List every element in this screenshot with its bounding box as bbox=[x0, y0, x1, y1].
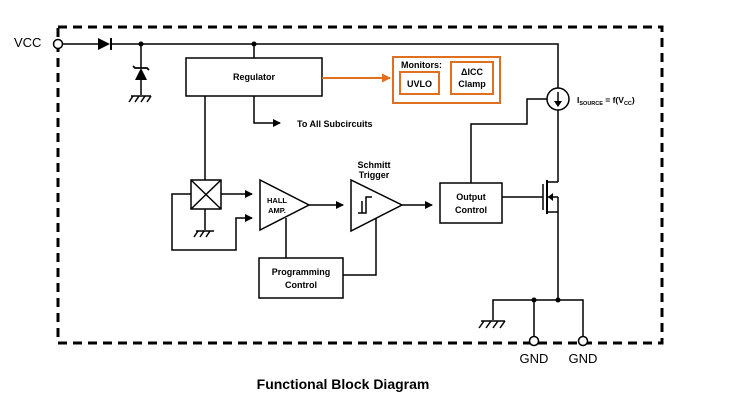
programming-control-label-2: Control bbox=[285, 280, 317, 290]
output-to-source-wire bbox=[470, 98, 547, 183]
package-outline bbox=[56, 25, 664, 345]
uvlo-box bbox=[399, 71, 440, 95]
gnd2-pin-label: GND bbox=[569, 351, 598, 366]
output-control-label: Output bbox=[456, 192, 486, 202]
ground-icon bbox=[193, 230, 214, 238]
hall-feedback-wire bbox=[171, 193, 253, 251]
junction-dot bbox=[555, 297, 561, 303]
uvlo-label: UVLO bbox=[407, 79, 432, 89]
output-control-block bbox=[439, 182, 503, 224]
hall-amp-label: HALL bbox=[267, 196, 287, 205]
vcc-pin-label: VCC bbox=[14, 35, 41, 50]
hall-amp-label-2: AMP. bbox=[268, 206, 286, 215]
regulator-block bbox=[185, 57, 323, 97]
source-current-label: ISOURCE = f(VCC) bbox=[577, 95, 635, 107]
schmitt-label: Schmitt bbox=[357, 160, 390, 170]
gnd1-pin-label: GND bbox=[520, 351, 549, 366]
ground-icon bbox=[478, 320, 506, 329]
ground-icon bbox=[128, 95, 152, 103]
delta-icc-box bbox=[450, 61, 494, 95]
regulator-label: Regulator bbox=[233, 72, 276, 82]
vcc-pin bbox=[52, 38, 64, 50]
monitors-label: Monitors: bbox=[401, 60, 442, 70]
diagram-caption: Functional Block Diagram bbox=[257, 376, 430, 392]
vcc-rail bbox=[62, 43, 559, 88]
gnd2-pin bbox=[577, 335, 589, 347]
junction-dot bbox=[531, 297, 537, 303]
ground-bus bbox=[492, 299, 584, 337]
delta-icc-clamp-label: Clamp bbox=[458, 79, 486, 89]
output-control-label-2: Control bbox=[455, 205, 487, 215]
zener-diode-icon bbox=[132, 65, 150, 80]
delta-icc-label: ΔICC bbox=[461, 67, 483, 77]
programming-control-label: Programming bbox=[272, 267, 331, 277]
programming-control-block bbox=[258, 257, 344, 299]
gnd1-pin bbox=[528, 335, 540, 347]
subcircuits-label: To All Subcircuits bbox=[297, 119, 373, 129]
programming-to-schmitt-wire bbox=[343, 218, 377, 276]
mosfet-body-arrow bbox=[548, 193, 553, 201]
series-diode-icon bbox=[98, 38, 112, 50]
hall-amp-block bbox=[259, 178, 311, 232]
hysteresis-icon bbox=[358, 196, 372, 214]
current-source-arrowhead bbox=[554, 101, 562, 107]
subcircuits-wire bbox=[253, 96, 281, 127]
hall-cross-icon bbox=[190, 179, 222, 210]
schmitt-trigger-label: Trigger bbox=[359, 170, 390, 180]
